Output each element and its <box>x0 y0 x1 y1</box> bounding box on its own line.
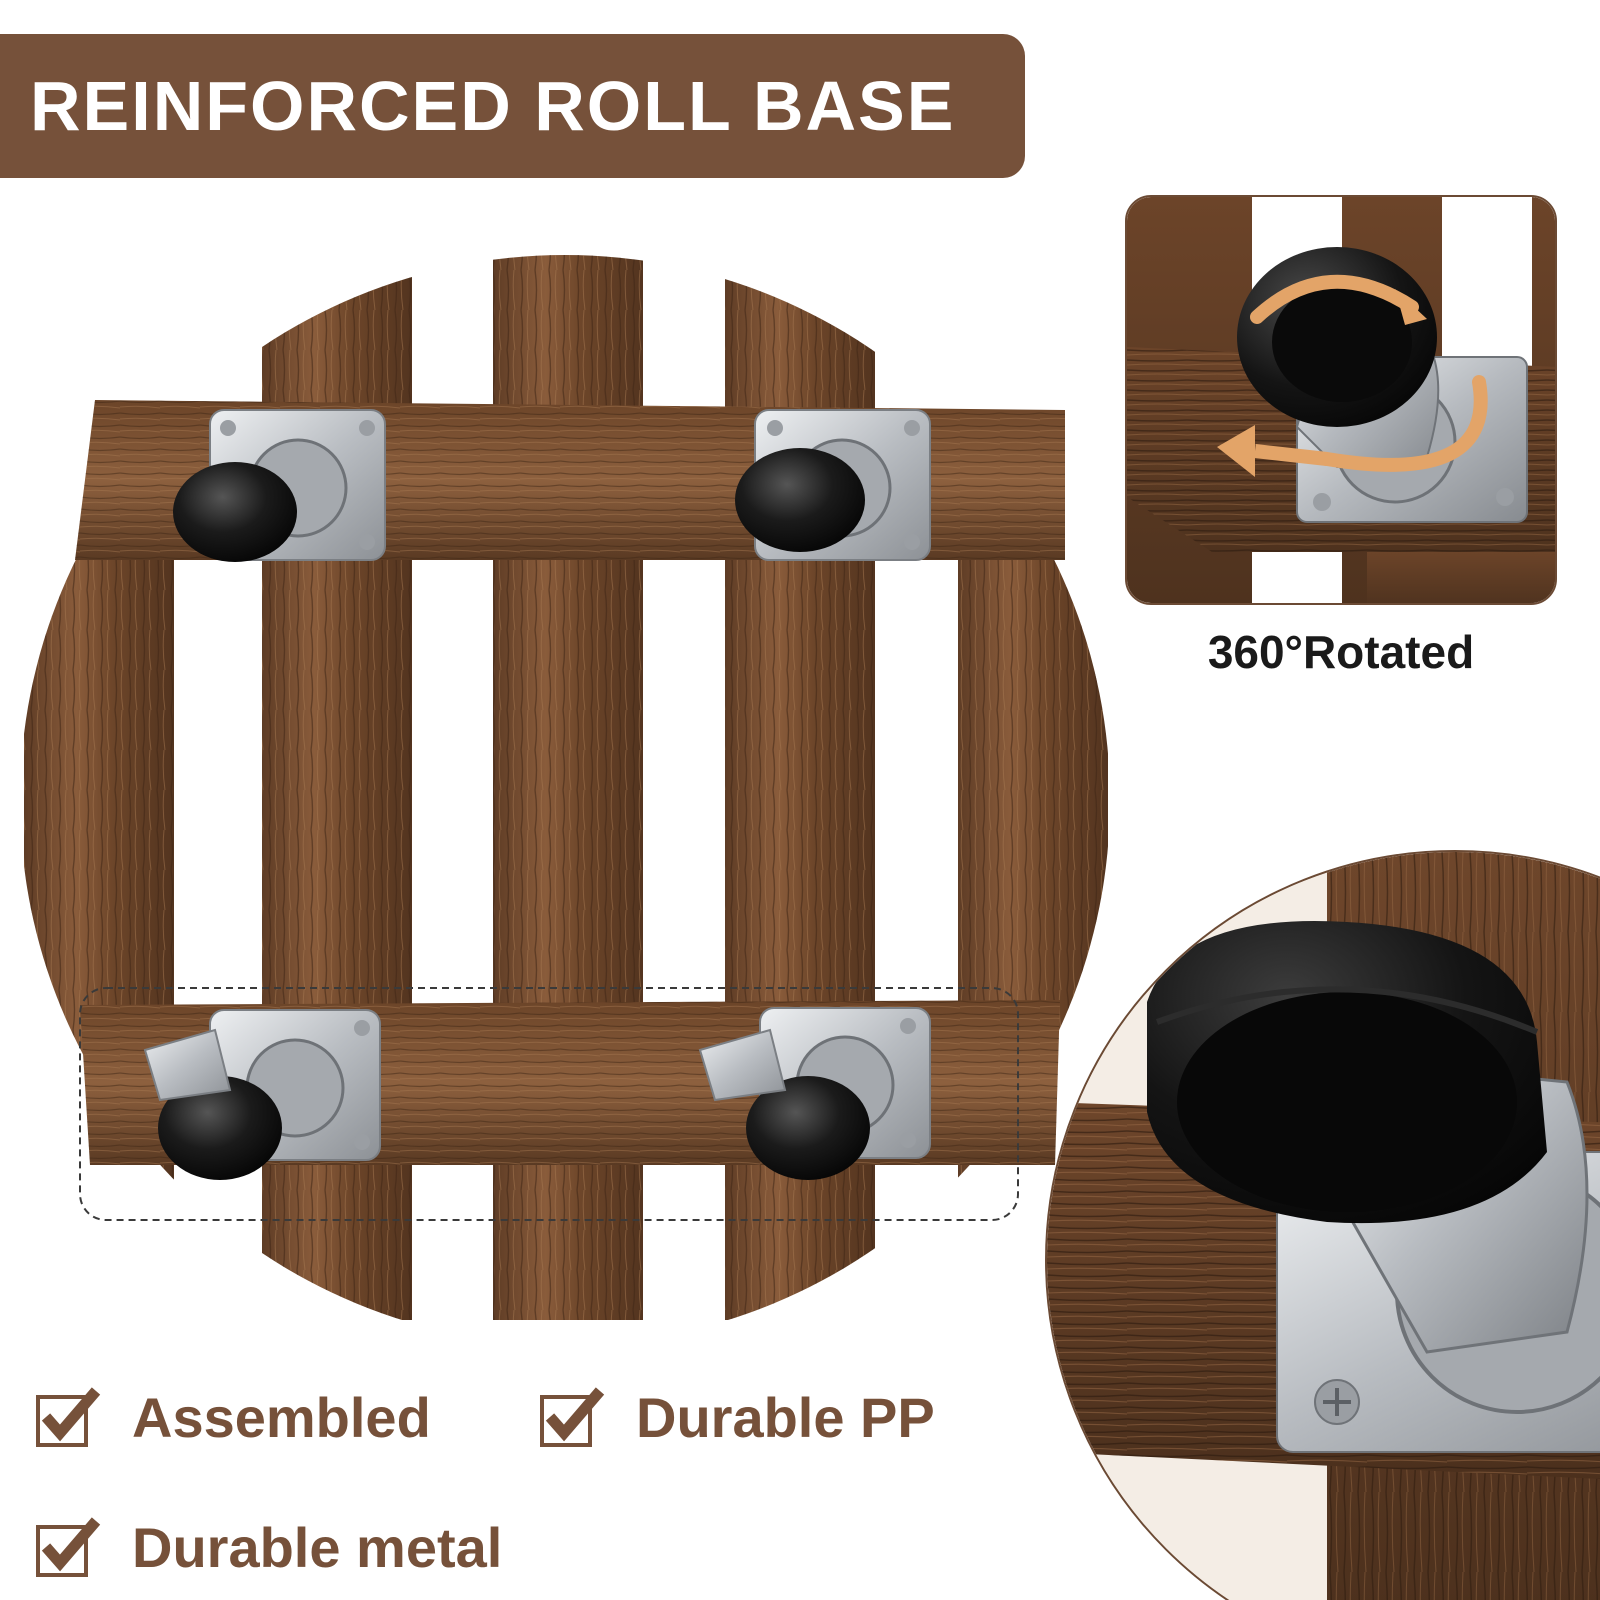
feature-assembled: Assembled <box>36 1385 431 1450</box>
caster-bottom-right <box>698 1007 931 1180</box>
rotation-caption: 360°Rotated <box>1207 626 1475 678</box>
rotation-detail-panel <box>1125 195 1557 605</box>
highlight-dashed-frame <box>79 987 1019 1221</box>
feature-label: Durable metal <box>132 1516 503 1579</box>
title-banner: REINFORCED ROLL BASE <box>0 34 1025 178</box>
caster-bottom-left <box>143 1009 381 1180</box>
caster-zoom-circle <box>1045 850 1600 1600</box>
feature-label: Assembled <box>132 1386 431 1449</box>
caster-top-right <box>735 409 931 561</box>
checkbox-checked-icon <box>540 1386 605 1449</box>
feature-label: Durable PP <box>636 1386 935 1449</box>
caster-top-left <box>173 409 386 562</box>
rotate-arrow-bottom <box>1320 375 1488 472</box>
banner-title: REINFORCED ROLL BASE <box>30 67 956 145</box>
rotate-arrow-top <box>1250 274 1419 324</box>
checkbox-checked-icon <box>36 1516 101 1579</box>
feature-durable-metal: Durable metal <box>36 1515 502 1580</box>
plant-caddy-illustration <box>0 230 1130 1350</box>
feature-durable-pp: Durable PP <box>540 1385 935 1450</box>
checkbox-checked-icon <box>36 1386 101 1449</box>
